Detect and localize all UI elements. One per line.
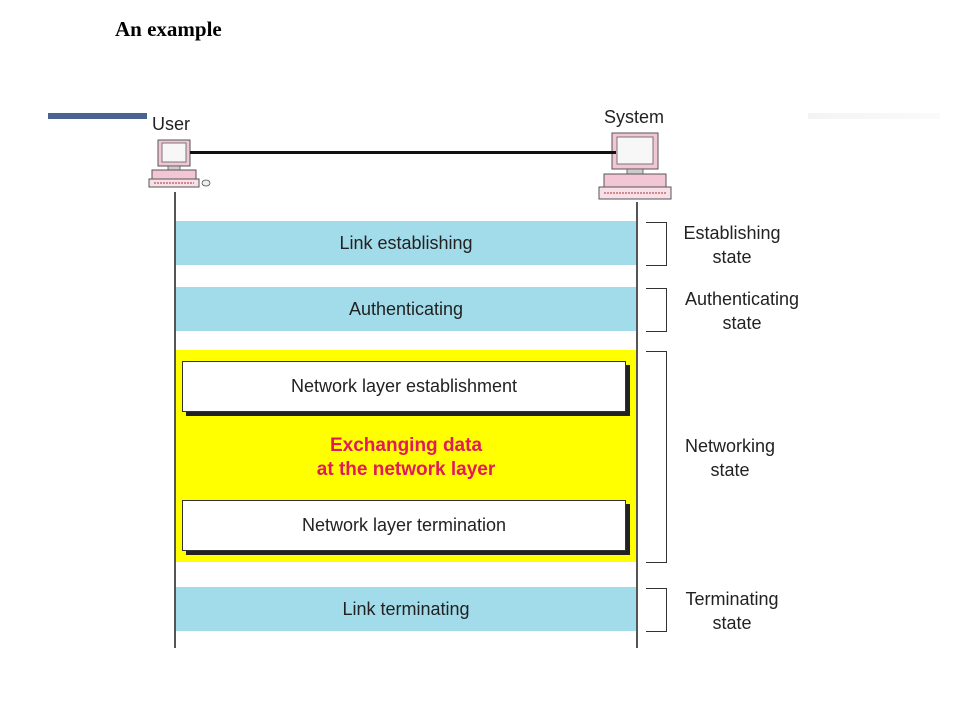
state-terminating: Terminating state [672,587,792,635]
user-computer-icon [148,139,211,188]
state-establishing-line-2: state [712,247,752,267]
exchanging-data-line-1: Exchanging data [329,435,483,456]
bracket-terminating [646,588,667,632]
system-timeline [636,202,638,648]
link-line [190,151,616,154]
system-computer-icon [598,132,672,200]
exchanging-data-line-2: at the network layer [316,459,496,480]
state-authenticating-line-2: state [722,313,762,333]
decorative-bar [808,113,940,119]
phase-network-layer-termination: Network layer termination [182,500,626,551]
state-terminating-line-1: Terminating [685,589,779,609]
phase-network-layer-establishment: Network layer establishment [182,361,626,412]
state-authenticating-line-1: Authenticating [684,289,800,309]
slide-title: An example [115,17,222,41]
state-networking: Networking state [672,434,788,482]
bracket-authenticating [646,288,667,332]
user-timeline [174,192,176,648]
system-label: System [604,107,665,127]
accent-bar [48,113,147,119]
phase-link-terminating: Link terminating [176,587,636,631]
phase-link-establishing: Link establishing [176,221,636,265]
bracket-networking [646,351,667,563]
state-establishing-line-1: Establishing [683,223,781,243]
state-networking-line-2: state [710,460,750,480]
state-terminating-line-2: state [712,613,752,633]
bracket-establishing [646,222,667,266]
user-label: User [152,114,191,134]
state-establishing: Establishing state [672,221,792,269]
phase-authenticating: Authenticating [176,287,636,331]
state-authenticating: Authenticating state [672,287,812,335]
state-networking-line-1: Networking [684,436,776,456]
exchanging-data-label: Exchanging data at the network layer [176,434,636,482]
